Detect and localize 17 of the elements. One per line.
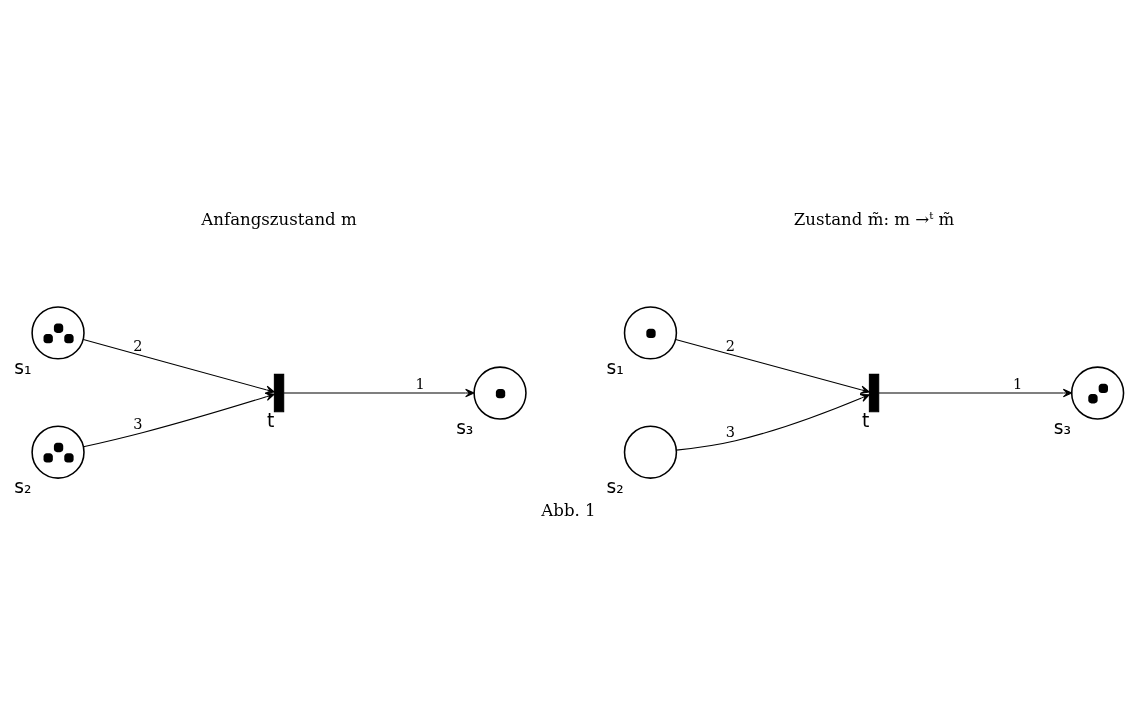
caption: Abb. 1 bbox=[541, 501, 596, 521]
label: Anfangszustand m bbox=[201, 209, 357, 229]
edge-label: 1 bbox=[1013, 376, 1023, 393]
edge-label: 2 bbox=[725, 337, 735, 354]
node-label: t bbox=[862, 409, 870, 431]
node-label: s₃ bbox=[1053, 416, 1071, 438]
node-label: s₁ bbox=[606, 356, 624, 378]
edge-label: 2 bbox=[133, 337, 143, 354]
node-label: s₃ bbox=[456, 416, 474, 438]
node-label: s₂ bbox=[14, 476, 32, 498]
node-label: t bbox=[267, 409, 275, 431]
node-label: s₁ bbox=[14, 356, 32, 378]
edge-label: 3 bbox=[133, 415, 143, 432]
edge-label: 3 bbox=[725, 423, 735, 440]
node-label: s₂ bbox=[606, 476, 624, 498]
edge-label: 1 bbox=[415, 376, 425, 393]
label: Zustand m̃: m →ᵗ m̃ bbox=[793, 209, 955, 229]
